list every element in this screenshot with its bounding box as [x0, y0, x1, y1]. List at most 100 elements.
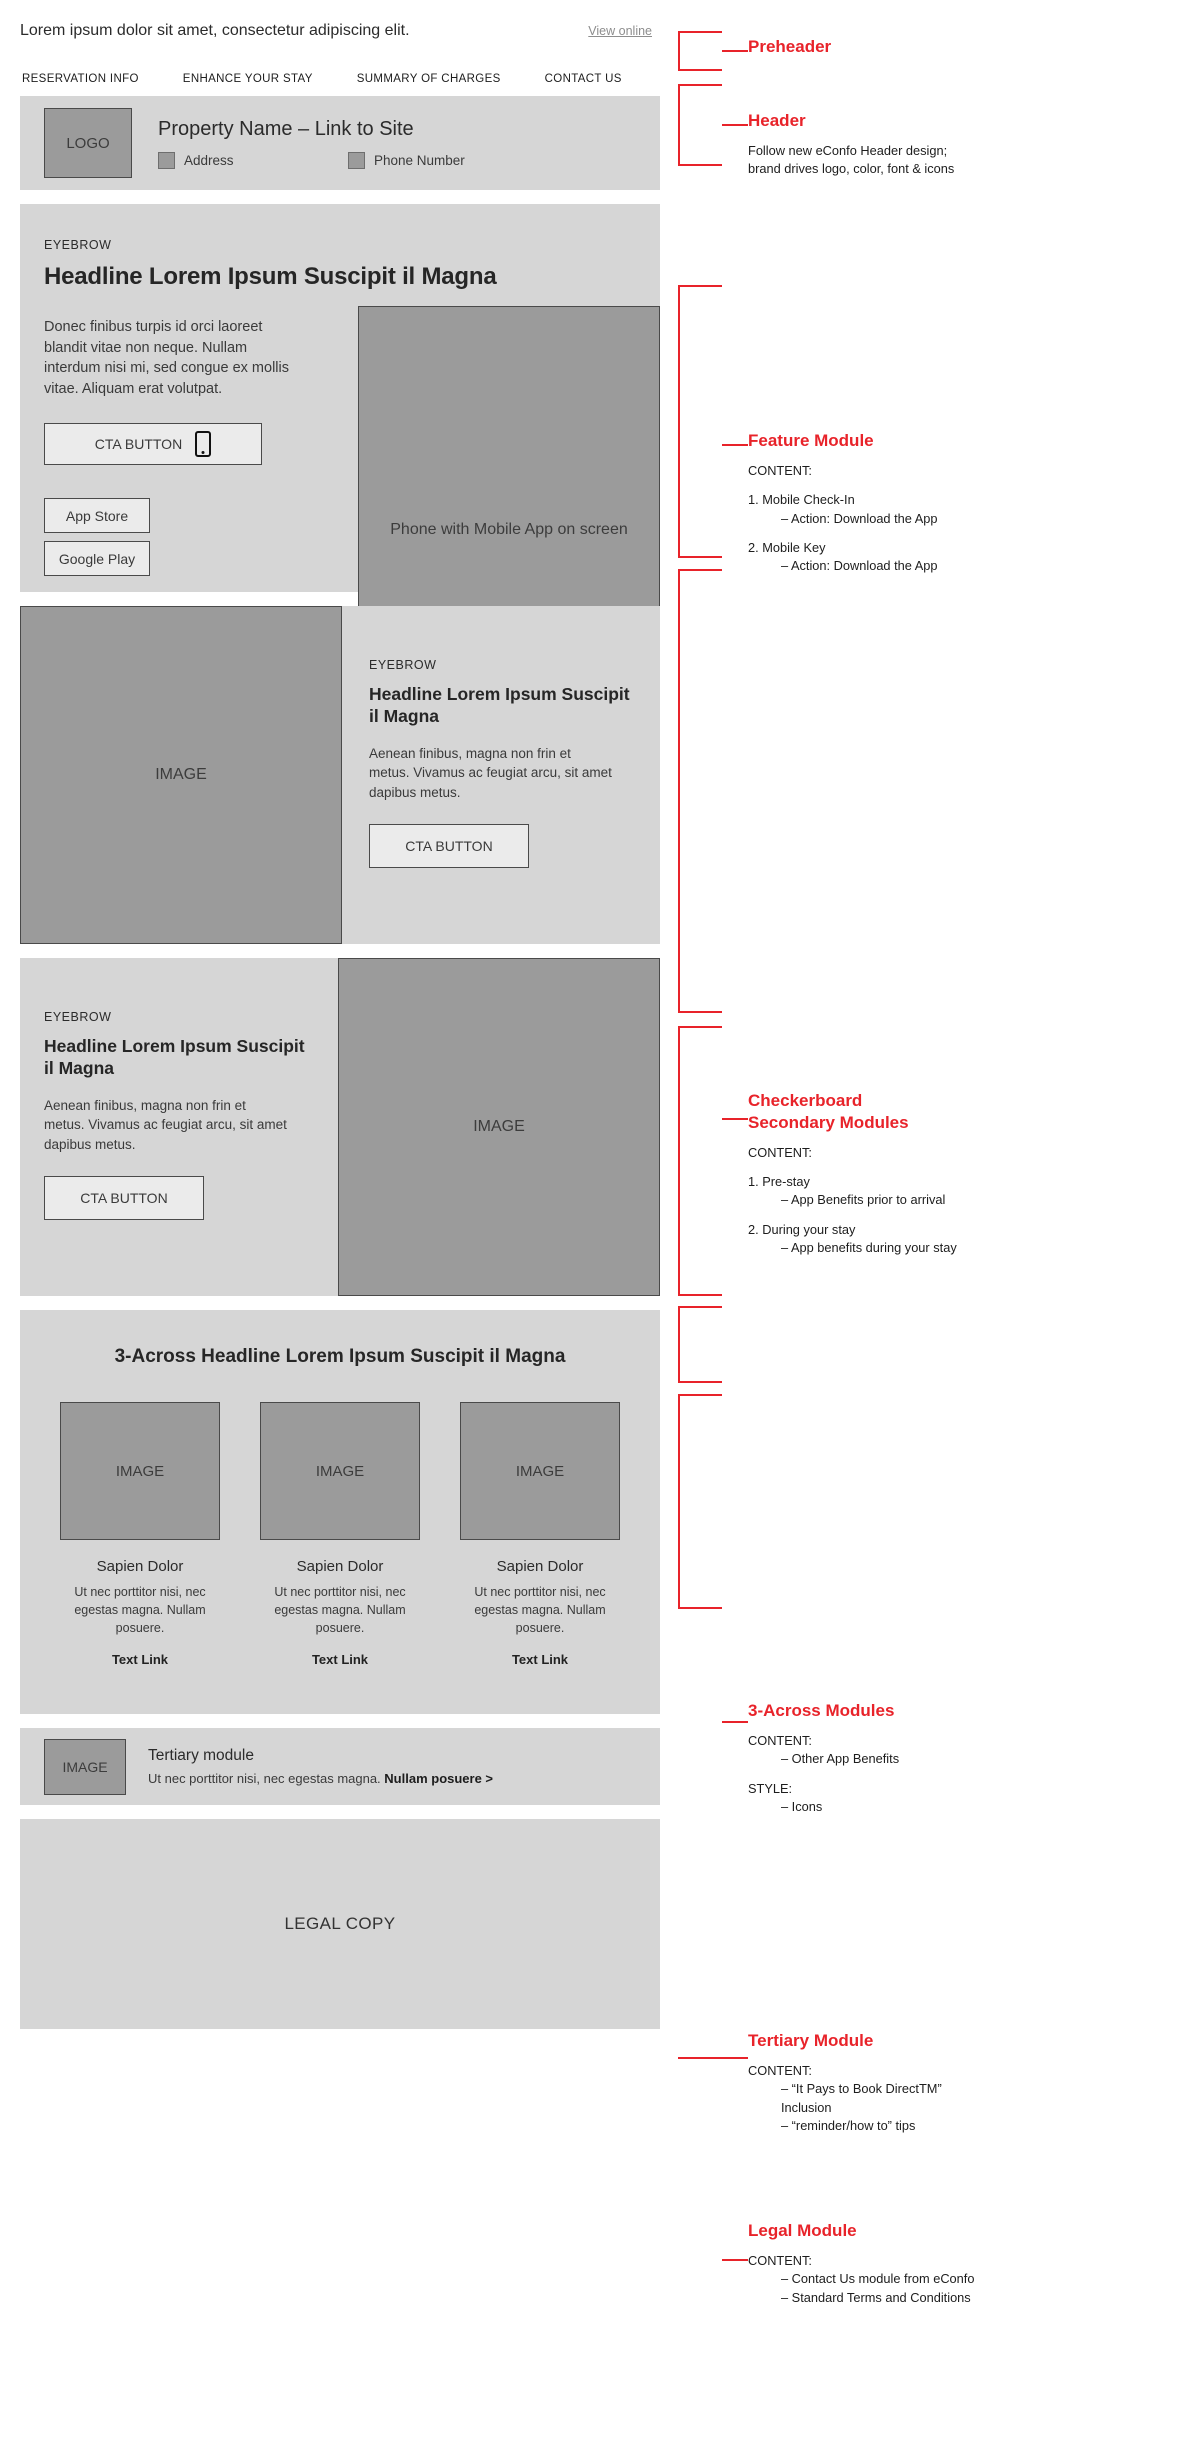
bracket-stub-checkerboard — [722, 1118, 748, 1120]
bracket-checkerboard — [678, 569, 722, 1013]
annotation-checkerboard-content-label: CONTENT: — [748, 1144, 812, 1160]
three-across-3-body: Ut nec porttitor nisi, nec egestas magna… — [474, 1585, 606, 1635]
nav-item-reservation-info[interactable]: RESERVATION INFO — [22, 73, 139, 85]
annotation-feature-item-1-sub: – Action: Download the App — [781, 510, 938, 526]
three-across-column-1: IMAGE Sapien Dolor Ut nec porttitor nisi… — [60, 1402, 220, 1667]
nav-item-summary-of-charges[interactable]: SUMMARY OF CHARGES — [356, 73, 501, 85]
email-wireframe: Lorem ipsum dolor sit amet, consectetur … — [20, 0, 660, 2043]
bracket-stub-preheader — [722, 50, 748, 52]
annotation-checkerboard-item-2: 2. During your stay — [748, 1221, 856, 1237]
app-store-button[interactable]: App Store — [44, 498, 150, 534]
bracket-tertiary — [678, 1306, 722, 1383]
bracket-stub-three-across — [722, 1721, 748, 1723]
three-across-column-2: IMAGE Sapien Dolor Ut nec porttitor nisi… — [260, 1402, 420, 1667]
annotation-feature-item-1: 1. Mobile Check-In — [748, 492, 855, 508]
annotation-feature-item-2: 2. Mobile Key — [748, 540, 826, 556]
tertiary-module: IMAGE Tertiary module Ut nec porttitor n… — [20, 1728, 660, 1805]
annotation-legal: Legal Module CONTENT: – Contact Us modul… — [748, 2220, 1178, 2307]
nav-item-enhance-your-stay[interactable]: ENHANCE YOUR STAY — [182, 73, 313, 85]
phone-icon — [348, 151, 365, 169]
mobile-phone-icon — [195, 431, 212, 458]
header-details: Property Name – Link to Site Address Pho… — [158, 118, 636, 169]
spacer — [748, 1162, 1178, 1173]
three-across-2-image-placeholder: IMAGE — [260, 1402, 420, 1540]
tertiary-link[interactable]: Nullam posuere > — [384, 1771, 494, 1786]
spacer — [748, 1769, 1178, 1780]
tertiary-title: Tertiary module — [148, 1747, 254, 1764]
checkerboard-1-headline: Headline Lorem Ipsum Suscipit il Magna — [369, 684, 630, 727]
three-across-3-image-placeholder: IMAGE — [460, 1402, 620, 1540]
checkerboard-module-1: IMAGE EYEBROW Headline Lorem Ipsum Susci… — [20, 606, 660, 944]
annotation-legal-item-2: – Standard Terms and Conditions — [781, 2289, 971, 2305]
annotation-feature-body: CONTENT: 1. Mobile Check-In – Action: Do… — [748, 462, 1178, 576]
annotation-header-line-1: Follow new eConfo Header design; — [748, 142, 948, 158]
annotation-checkerboard-title-line-1: Checkerboard — [748, 1091, 863, 1110]
header-module: LOGO Property Name – Link to Site Addres… — [20, 96, 660, 190]
three-across-grid: IMAGE Sapien Dolor Ut nec porttitor nisi… — [44, 1402, 636, 1667]
logo-placeholder: LOGO — [44, 108, 132, 178]
bracket-feature — [678, 285, 722, 558]
annotation-checkerboard-item-2-sub: – App benefits during your stay — [781, 1240, 957, 1256]
three-across-3-title: Sapien Dolor — [496, 1558, 584, 1575]
phone-label: Phone Number — [374, 152, 465, 168]
checkerboard-1-image-placeholder: IMAGE — [20, 606, 342, 944]
three-across-1-text-link[interactable]: Text Link — [111, 1652, 169, 1668]
annotation-tertiary-item-1: – “It Pays to Book DirectTM” — [781, 2081, 942, 2097]
three-across-2-title: Sapien Dolor — [296, 1558, 384, 1575]
checkerboard-2-eyebrow: EYEBROW — [44, 1010, 112, 1024]
three-across-3-text-link[interactable]: Text Link — [511, 1652, 569, 1668]
three-across-column-3: IMAGE Sapien Dolor Ut nec porttitor nisi… — [460, 1402, 620, 1667]
annotation-header-body: Follow new eConfo Header design; brand d… — [748, 142, 1178, 179]
bracket-preheader — [678, 31, 722, 71]
annotation-checkerboard-item-1-sub: – App Benefits prior to arrival — [781, 1192, 946, 1208]
spacer — [748, 528, 1178, 539]
feature-cta-label: CTA BUTTON — [94, 436, 183, 453]
annotation-feature-item-2-sub: – Action: Download the App — [781, 558, 938, 574]
annotation-three-across-content-label: CONTENT: — [748, 1732, 812, 1748]
feature-headline: Headline Lorem Ipsum Suscipit il Magna — [44, 263, 497, 290]
view-online-link[interactable]: View online — [588, 24, 652, 38]
three-across-headline: 3-Across Headline Lorem Ipsum Suscipit i… — [114, 1346, 566, 1367]
annotation-header-line-2: brand drives logo, color, font & icons — [748, 161, 955, 177]
nav-item-contact-us[interactable]: CONTACT US — [544, 73, 622, 85]
tertiary-body: Ut nec porttitor nisi, nec egestas magna… — [148, 1771, 385, 1786]
three-across-2-text-link[interactable]: Text Link — [311, 1652, 369, 1668]
google-play-button[interactable]: Google Play — [44, 541, 150, 577]
annotation-tertiary-body: CONTENT: – “It Pays to Book DirectTM” In… — [748, 2062, 1178, 2136]
feature-cta-button[interactable]: CTA BUTTON — [44, 423, 262, 466]
annotation-legal-item-1: – Contact Us module from eConfo — [781, 2271, 975, 2287]
checkerboard-2-body: Aenean finibus, magna non frin et metus.… — [44, 1097, 287, 1152]
annotation-header-title: Header — [748, 111, 806, 130]
three-across-2-body: Ut nec porttitor nisi, nec egestas magna… — [274, 1585, 406, 1635]
tertiary-image-placeholder: IMAGE — [44, 1738, 126, 1795]
location-pin-icon — [158, 151, 175, 169]
address-item[interactable]: Address — [158, 151, 348, 169]
annotation-tertiary-item-2: – “reminder/how to” tips — [781, 2118, 916, 2134]
annotation-preheader-title: Preheader — [748, 37, 832, 56]
annotation-legal-content-label: CONTENT: — [748, 2252, 812, 2268]
phone-item[interactable]: Phone Number — [348, 151, 465, 169]
bracket-legal — [678, 1394, 722, 1609]
checkerboard-2-cta-button[interactable]: CTA BUTTON — [44, 1176, 204, 1221]
bracket-three-across — [678, 1026, 722, 1296]
annotation-legal-title: Legal Module — [748, 2221, 857, 2240]
three-across-1-image-placeholder: IMAGE — [60, 1402, 220, 1540]
annotation-checkerboard-body: CONTENT: 1. Pre-stay – App Benefits prio… — [748, 1144, 1178, 1258]
property-name-link[interactable]: Property Name – Link to Site — [158, 117, 414, 140]
annotation-checkerboard-item-1: 1. Pre-stay — [748, 1173, 810, 1189]
checkerboard-2-image-placeholder: IMAGE — [338, 958, 660, 1296]
three-across-1-body: Ut nec porttitor nisi, nec egestas magna… — [74, 1585, 206, 1635]
annotation-tertiary-content-label: CONTENT: — [748, 2062, 812, 2078]
annotation-checkerboard: Checkerboard Secondary Modules CONTENT: … — [748, 1090, 1178, 1258]
spacer — [748, 480, 1178, 491]
bracket-stub-legal — [722, 2259, 748, 2261]
annotation-three-across-content-item: – Other App Benefits — [781, 1751, 900, 1767]
bracket-header — [678, 84, 722, 166]
annotation-three-across-style-item: – Icons — [781, 1799, 823, 1815]
checkerboard-1-cta-button[interactable]: CTA BUTTON — [369, 824, 529, 869]
annotation-preheader: Preheader — [748, 36, 1178, 68]
annotation-feature: Feature Module CONTENT: 1. Mobile Check-… — [748, 430, 1178, 576]
tertiary-text: Tertiary module Ut nec porttitor nisi, n… — [148, 1747, 493, 1786]
checkerboard-1-eyebrow: EYEBROW — [369, 658, 437, 672]
preheader-text: Lorem ipsum dolor sit amet, consectetur … — [20, 22, 410, 39]
